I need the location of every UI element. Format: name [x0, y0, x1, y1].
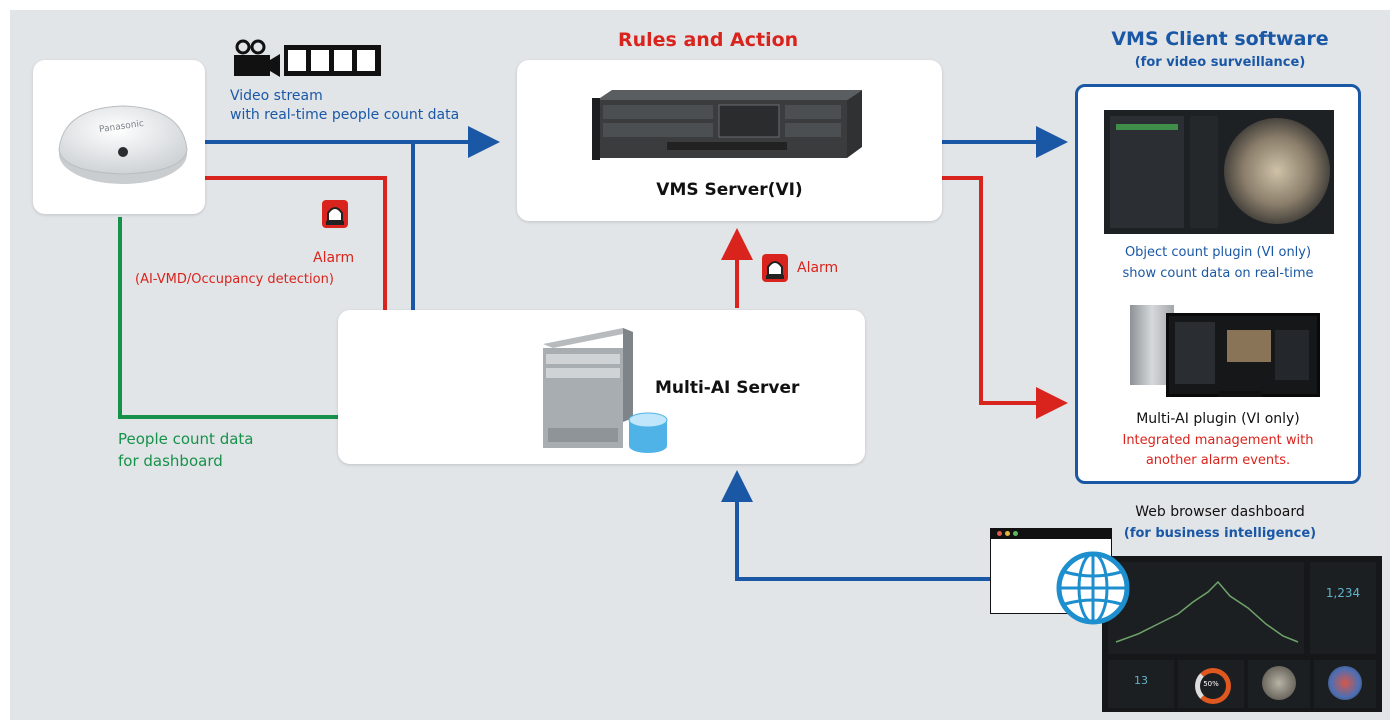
dashboard-fisheye-panel-2	[1314, 660, 1376, 708]
dashboard-chart-panel	[1108, 562, 1304, 654]
arrow-dashboard-to-multiai	[721, 470, 990, 581]
dashboard-gauge-panel: 50%	[1178, 660, 1244, 708]
dashboard-line-chart	[1115, 580, 1299, 643]
object-plugin-line-1: Object count plugin (VI only)	[1124, 245, 1312, 260]
people-count-label-1: People count data	[118, 430, 254, 448]
tower-server-icon	[543, 328, 633, 448]
dashboard-small-number: 13	[1134, 674, 1148, 687]
alarm-light-icon	[322, 200, 348, 228]
database-icon	[628, 412, 668, 453]
multi-ai-server-label: Multi-AI Server	[655, 378, 800, 398]
film-strip-icon	[284, 45, 381, 76]
rack-server-icon	[592, 90, 862, 160]
people-count-label-2: for dashboard	[118, 452, 223, 470]
alarm-left-detail: (AI-VMD/Occupancy detection)	[135, 272, 334, 287]
alarm-center-label: Alarm	[797, 260, 839, 276]
globe-icon	[1056, 551, 1130, 625]
video-stream-label-1: Video stream	[230, 88, 323, 104]
dashboard-counter-panel: 13	[1108, 660, 1174, 708]
client-screenshot	[1104, 110, 1334, 234]
object-plugin-line-2: show count data on real-time	[1122, 266, 1314, 281]
dashboard-big-number: 1,234	[1325, 586, 1361, 600]
vms-client-title: VMS Client software	[1111, 28, 1329, 50]
vms-client-panel: Object count plugin (VI only) show count…	[1075, 84, 1361, 484]
camera-icon	[234, 39, 280, 77]
arrow-vms-to-plugin	[942, 176, 1068, 419]
vms-server-box: VMS Server(VI)	[517, 60, 942, 221]
multi-ai-plugin-line-2: another alarm events.	[1145, 453, 1291, 468]
web-dashboard-subtitle: (for business intelligence)	[1123, 526, 1317, 541]
dashboard-gauge	[1195, 668, 1231, 704]
diagram-canvas: Panasonic Video stream with real-time pe…	[10, 10, 1390, 720]
dashboard-stat-panel: 1,234	[1310, 562, 1376, 654]
dashboard-screenshot: 1,234 13 50%	[1102, 556, 1382, 712]
alarm-light-icon	[762, 254, 788, 282]
multi-ai-server-box: Multi-AI Server	[338, 310, 865, 464]
multi-ai-plugin-line-1: Integrated management with	[1122, 433, 1314, 448]
dome-camera-icon	[58, 105, 188, 184]
vms-server-label: VMS Server(VI)	[656, 180, 803, 200]
plugin-monitor-image	[1166, 313, 1320, 397]
vms-client-subtitle: (for video surveillance)	[1134, 55, 1306, 70]
camera-box: Panasonic	[33, 60, 205, 214]
web-dashboard-title: Web browser dashboard	[1135, 504, 1305, 520]
video-stream-label-2: with real-time people count data	[230, 107, 460, 123]
plugin-monitor-stand	[1218, 391, 1262, 397]
rules-title: Rules and Action	[618, 29, 799, 51]
dashboard-fisheye-panel-1	[1248, 660, 1310, 708]
multi-ai-plugin-title: Multi-AI plugin (VI only)	[1136, 411, 1300, 427]
alarm-left-title: Alarm	[313, 250, 355, 266]
dashboard-gauge-value: 50%	[1203, 680, 1219, 688]
